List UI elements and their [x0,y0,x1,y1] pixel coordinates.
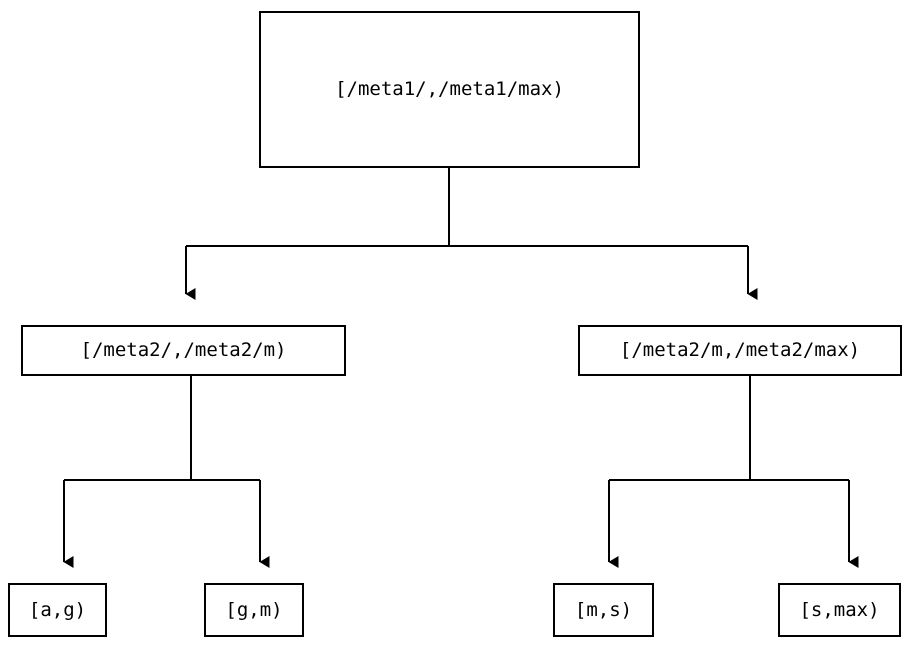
tree-node-leaf-2[interactable]: [g,m) [204,583,304,637]
tree-node-leaf-3[interactable]: [m,s) [553,583,654,637]
tree-node-leaf-1[interactable]: [a,g) [8,583,107,637]
tree-node-root[interactable]: [/meta1/,/meta1/max) [259,11,640,168]
tree-node-leaf-4-label: [s,max) [799,598,880,621]
tree-node-leaf-1-label: [a,g) [28,598,87,621]
edge-root-to-mid-left [185,167,748,300]
tree-node-mid-left-label: [/meta2/,/meta2/m) [80,339,287,361]
edge-mid-right-to-leaf-3 [608,376,849,568]
tree-node-leaf-4[interactable]: [s,max) [778,583,901,637]
tree-node-mid-left[interactable]: [/meta2/,/meta2/m) [21,325,346,376]
edge-mid-left-to-leaf-1 [63,376,260,568]
tree-node-root-label: [/meta1/,/meta1/max) [335,78,564,100]
tree-node-leaf-2-label: [g,m) [225,598,283,621]
tree-node-leaf-3-label: [m,s) [574,598,633,621]
tree-node-mid-right[interactable]: [/meta2/m,/meta2/max) [578,325,902,376]
tree-node-mid-right-label: [/meta2/m,/meta2/max) [619,339,861,361]
